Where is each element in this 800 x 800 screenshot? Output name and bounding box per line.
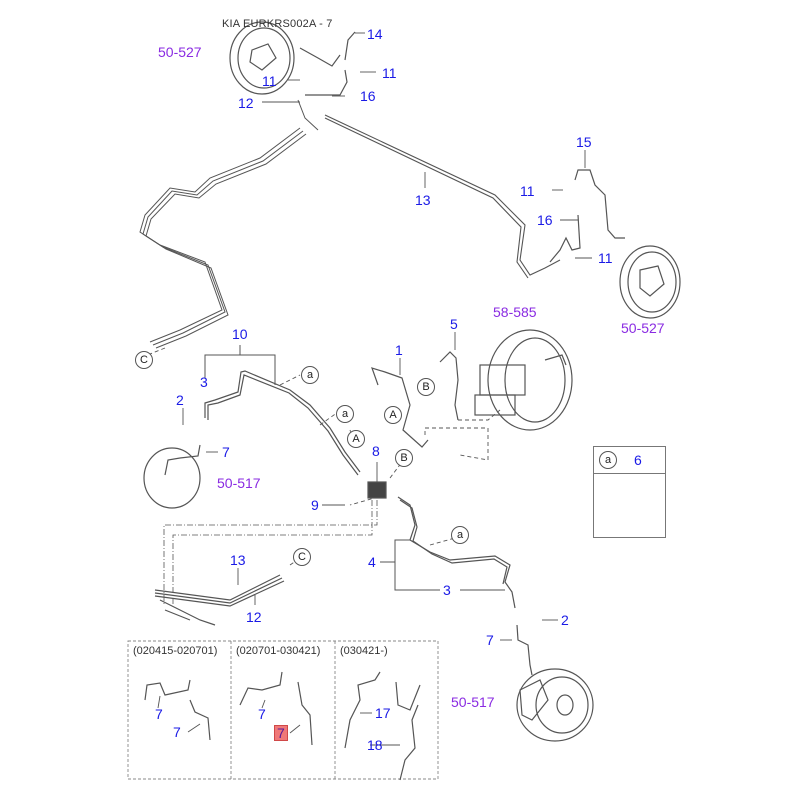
- part-label-3[interactable]: 3: [443, 582, 451, 598]
- part-label-7[interactable]: 7: [486, 632, 494, 648]
- bracket-4: [380, 539, 505, 591]
- brake-line-12-13-lower: [154, 574, 285, 626]
- part-label-11[interactable]: 11: [520, 183, 535, 199]
- front-brake-hose-right: [516, 624, 533, 676]
- connector-upper-a: A: [347, 430, 365, 448]
- connector-c: C: [293, 548, 311, 566]
- variant-range-2: (020701-030421): [236, 645, 321, 657]
- brake-booster-master-cylinder: [474, 329, 573, 431]
- part-label-2[interactable]: 2: [561, 612, 569, 628]
- connector-a: a: [451, 526, 469, 544]
- part-label-17[interactable]: 17: [375, 705, 391, 721]
- brake-line-10: [204, 370, 361, 476]
- legend-key-a: a: [599, 451, 617, 469]
- brake-pipe-15: [549, 169, 625, 263]
- legend-box: a 6: [593, 446, 666, 538]
- legend-header: a 6: [594, 447, 665, 474]
- variant-range-3: (030421-): [340, 645, 388, 657]
- brake-pipe-4: [397, 496, 516, 609]
- part-label-3[interactable]: 3: [200, 374, 208, 390]
- part-label-14[interactable]: 14: [367, 26, 383, 42]
- leader-lines: [157, 32, 592, 746]
- part-label-10[interactable]: 10: [232, 326, 248, 342]
- connector-b: B: [395, 449, 413, 467]
- brake-pipe-5: [439, 351, 459, 421]
- brake-line-13-long: [324, 114, 561, 279]
- legend-part-6[interactable]: 6: [634, 452, 642, 468]
- brake-hose-16-left: [299, 31, 356, 96]
- routing-lines: [163, 500, 378, 605]
- variant-range-1: (020415-020701): [133, 645, 218, 657]
- part-label-1[interactable]: 1: [395, 342, 403, 358]
- part-label-15[interactable]: 15: [576, 134, 592, 150]
- diagram-title: KIA EURKRS002A - 7: [222, 18, 333, 30]
- part-label-4[interactable]: 4: [368, 554, 376, 570]
- reference-label-50-527[interactable]: 50-527: [621, 320, 665, 336]
- part-label-7[interactable]: 7: [173, 724, 181, 740]
- connector-upper-a: A: [384, 406, 402, 424]
- part-label-13[interactable]: 13: [415, 192, 431, 208]
- rear-brake-backing-plate-right: [619, 245, 681, 319]
- part-label-18[interactable]: 18: [367, 737, 383, 753]
- bracket-10: [204, 345, 276, 385]
- part-label-16[interactable]: 16: [360, 88, 376, 104]
- rear-brake-backing-plate-left: [229, 21, 295, 95]
- part-label-9[interactable]: 9: [311, 497, 319, 513]
- part-label-8[interactable]: 8: [372, 443, 380, 459]
- reference-label-50-517[interactable]: 50-517: [217, 475, 261, 491]
- front-brake-hose-left: [143, 444, 201, 509]
- part-label-7[interactable]: 7: [258, 706, 266, 722]
- brake-pipe-1: [371, 367, 429, 448]
- connector-a: a: [336, 405, 354, 423]
- part-label-12[interactable]: 12: [238, 95, 254, 111]
- reference-label-58-585[interactable]: 58-585: [493, 304, 537, 320]
- part-label-5[interactable]: 5: [450, 316, 458, 332]
- variant-boxes: [127, 640, 439, 780]
- part-label-11[interactable]: 11: [598, 250, 613, 266]
- variant-hoses: [144, 671, 421, 781]
- part-label-7[interactable]: 7: [155, 706, 163, 722]
- part-label-12[interactable]: 12: [246, 609, 262, 625]
- brake-line-bundle: [139, 99, 319, 349]
- brake-disc-right: [516, 668, 594, 742]
- part-label-16[interactable]: 16: [537, 212, 553, 228]
- part-label-11[interactable]: 11: [382, 65, 397, 81]
- part-label-7[interactable]: 7: [222, 444, 230, 460]
- connector-a: a: [301, 366, 319, 384]
- part-label-7-highlighted[interactable]: 7: [274, 725, 288, 741]
- proportioning-valve-8: [367, 481, 387, 499]
- part-label-11[interactable]: 11: [262, 73, 277, 89]
- connector-c: C: [135, 351, 153, 369]
- reference-label-50-517[interactable]: 50-517: [451, 694, 495, 710]
- part-label-2[interactable]: 2: [176, 392, 184, 408]
- reference-label-50-527[interactable]: 50-527: [158, 44, 202, 60]
- connector-b: B: [417, 378, 435, 396]
- part-label-13[interactable]: 13: [230, 552, 246, 568]
